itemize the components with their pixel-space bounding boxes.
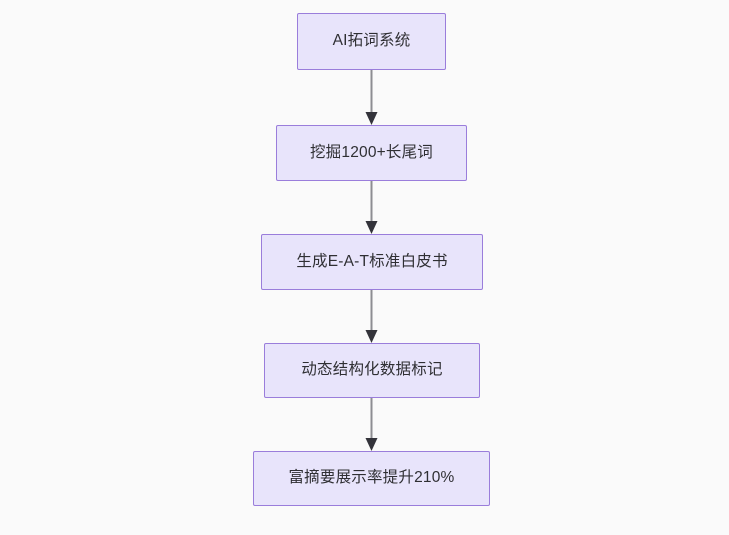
flow-node-generate-eat-whitepaper[interactable]: 生成E-A-T标准白皮书 [261,234,483,290]
flow-node-rich-snippet-impression-lift[interactable]: 富摘要展示率提升210% [253,451,490,506]
flow-node-mine-longtail-keywords[interactable]: 挖掘1200+长尾词 [276,125,467,181]
flow-node-label: 富摘要展示率提升210% [288,469,455,487]
edge-n3-n4 [365,290,378,343]
flow-node-dynamic-structured-data-markup[interactable]: 动态结构化数据标记 [264,343,480,398]
flow-node-label: 生成E-A-T标准白皮书 [296,252,448,270]
edge-n1-n2 [365,70,378,125]
flow-node-label: AI拓词系统 [332,32,411,50]
edge-n4-n5 [365,398,378,451]
flow-node-ai-keyword-system[interactable]: AI拓词系统 [297,13,446,70]
edge-n2-n3 [365,181,378,234]
flow-node-label: 挖掘1200+长尾词 [309,143,434,161]
flow-node-label: 动态结构化数据标记 [301,361,443,379]
